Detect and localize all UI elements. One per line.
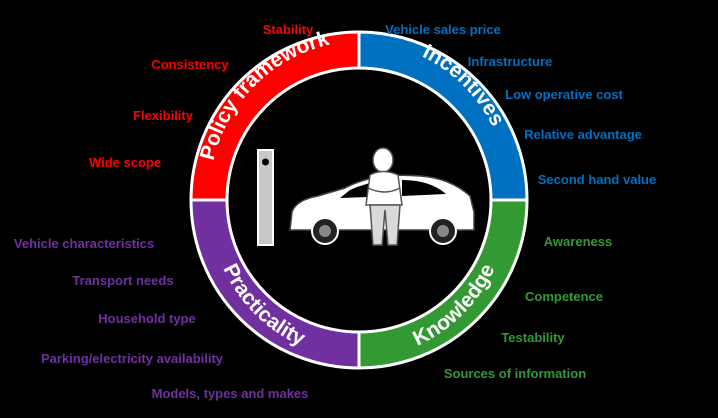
center-image: [257, 147, 475, 246]
person-icon: [365, 147, 403, 246]
policy-item: Flexibility: [133, 108, 194, 123]
incentives-item: Relative advantage: [524, 127, 642, 142]
incentives-item: Low operative cost: [505, 87, 623, 102]
policy-item: Consistency: [151, 57, 229, 72]
practicality-quadrant: [189, 198, 361, 370]
practicality-item: Transport needs: [72, 273, 173, 288]
knowledge-item: Competence: [525, 289, 603, 304]
practicality-item: Parking/electricity availability: [41, 351, 224, 366]
practicality-item: Models, types and makes: [152, 386, 309, 401]
policy-item: Wide scope: [89, 155, 161, 170]
policy-item: Stability: [263, 22, 314, 37]
knowledge-item: Awareness: [544, 234, 612, 249]
practicality-item: Household type: [98, 311, 196, 326]
incentives-item: Second hand value: [538, 172, 656, 187]
charging-station-icon: [257, 149, 274, 246]
knowledge-item: Testability: [501, 330, 565, 345]
incentives-item: Vehicle sales price: [385, 22, 501, 37]
incentives-item: Infrastructure: [468, 54, 553, 69]
practicality-item: Vehicle characteristics: [14, 236, 154, 251]
knowledge-item: Sources of information: [444, 366, 586, 381]
